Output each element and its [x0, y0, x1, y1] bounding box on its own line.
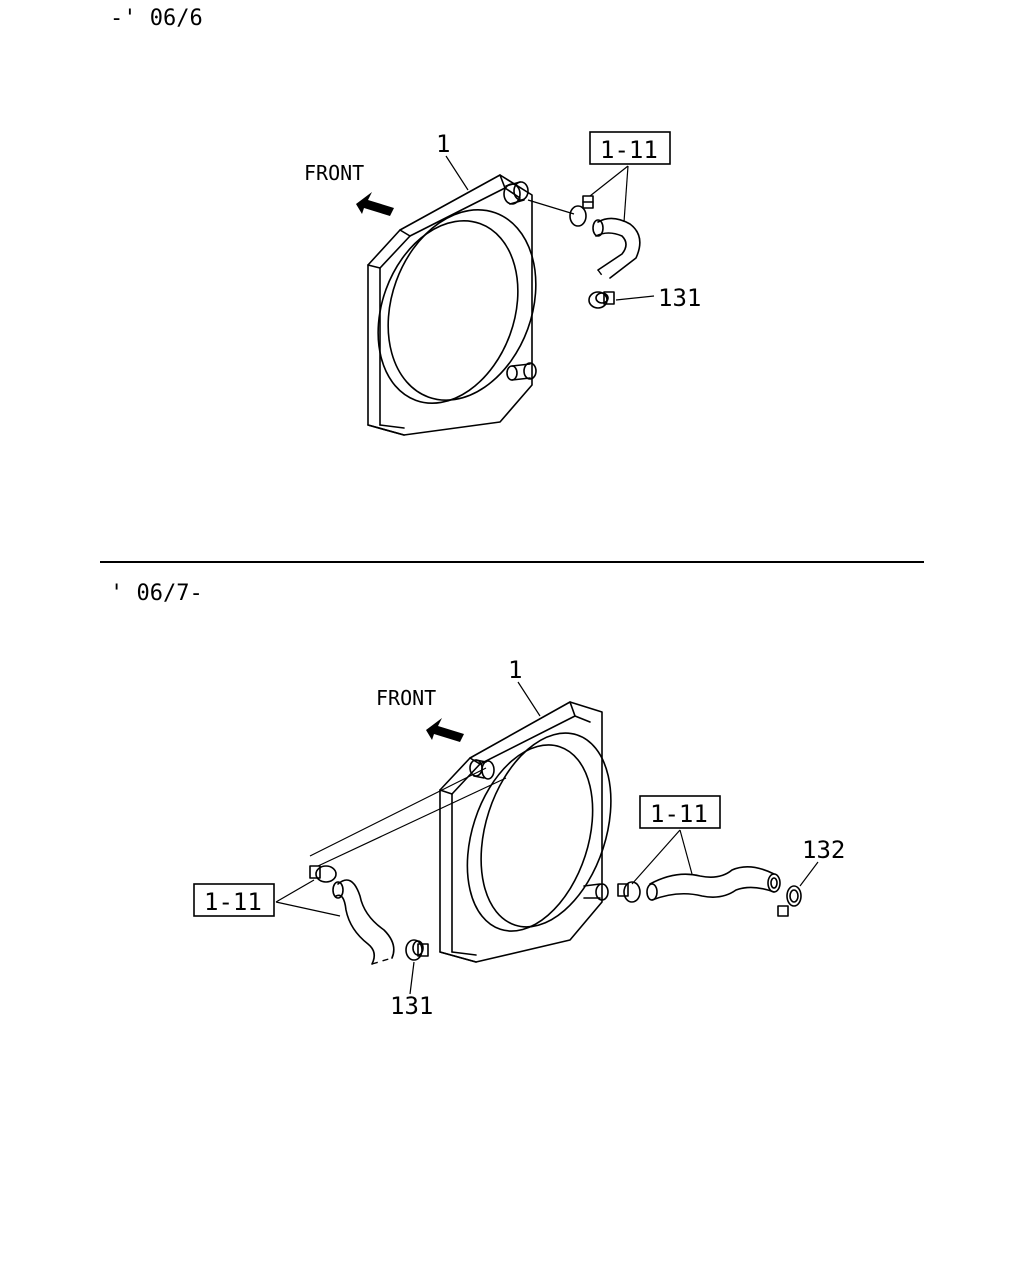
top-upper-clamp-icon: [569, 195, 594, 227]
bottom-period-label: ' 06/7-: [110, 581, 203, 606]
bottom-right-upper-clamp-icon: [617, 881, 641, 903]
bottom-clamp-132-icon: [777, 885, 802, 917]
top-part-1-label: 1: [436, 130, 450, 158]
top-part-131-label: 131: [658, 284, 701, 312]
top-radiator-assembly: [367, 174, 537, 436]
bottom-right-ref-hose-label: 1-11: [650, 800, 708, 828]
bottom-right-radiator-hose-icon: [646, 866, 781, 901]
bottom-clamp-131-icon: [405, 939, 429, 961]
bottom-left-ref-hose-label: 1-11: [204, 888, 262, 916]
top-ref-box: [589, 131, 671, 165]
top-radiator-hose-icon: [592, 217, 641, 279]
bottom-front-label: FRONT: [376, 686, 436, 710]
top-front-arrow-icon: [356, 192, 394, 216]
bottom-left-ref-box: [193, 883, 275, 917]
bottom-right-ref-box: [639, 795, 721, 829]
top-period-label: -' 06/6: [110, 6, 203, 31]
bottom-left-upper-clamp-icon: [309, 865, 337, 883]
bottom-front-arrow-icon: [426, 718, 464, 742]
bottom-part-1-label: 1: [508, 656, 522, 684]
top-clamp-131-icon: [588, 291, 615, 309]
bottom-left-radiator-hose-icon: [332, 879, 395, 965]
top-ref-hose-label: 1-11: [600, 136, 658, 164]
bottom-part-131-label: 131: [390, 992, 433, 1020]
bottom-part-132-label: 132: [802, 836, 845, 864]
bottom-radiator-assembly: [439, 701, 612, 963]
top-front-label: FRONT: [304, 161, 364, 185]
